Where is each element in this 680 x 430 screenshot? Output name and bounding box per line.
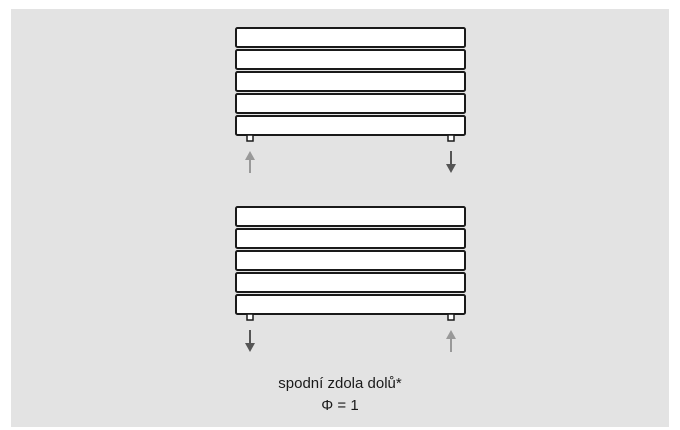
arrow-up-icon	[446, 330, 456, 352]
radiator-section	[235, 206, 466, 227]
right-connection-stub	[447, 134, 455, 142]
radiator-section	[235, 93, 466, 114]
left-connection-stub	[246, 134, 254, 142]
radiator-section	[235, 228, 466, 249]
caption-connection-type: spodní zdola dolů*	[278, 375, 402, 392]
right-connection-stub	[447, 313, 455, 321]
radiator-section	[235, 27, 466, 48]
radiator-section	[235, 71, 466, 92]
arrow-down-icon	[245, 330, 255, 352]
arrow-up-icon	[245, 151, 255, 173]
radiator-section	[235, 294, 466, 315]
radiator-section	[235, 272, 466, 293]
radiator-top	[235, 27, 466, 173]
arrow-down-icon	[446, 151, 456, 173]
radiator-section	[235, 49, 466, 70]
radiator-section	[235, 115, 466, 136]
caption-phi-value: Φ = 1	[321, 397, 359, 414]
radiator-bottom	[235, 206, 466, 352]
radiator-section	[235, 250, 466, 271]
left-connection-stub	[246, 313, 254, 321]
